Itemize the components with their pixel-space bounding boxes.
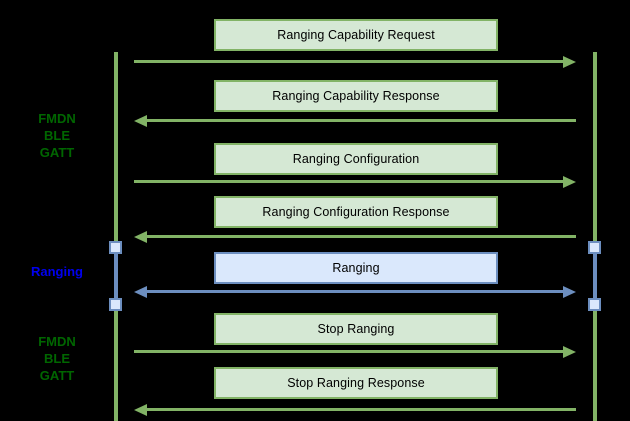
phase-label-line: BLE — [44, 128, 70, 143]
phase-label-line: GATT — [39, 145, 75, 160]
arrow-line — [143, 408, 576, 411]
message-arrow-right — [134, 56, 576, 68]
arrow-line — [134, 60, 567, 63]
phase-label-line: Ranging — [31, 264, 83, 279]
arrow-line — [134, 180, 567, 183]
message-box-stop-ranging: Stop Ranging — [214, 313, 498, 345]
message-box-label: Ranging Configuration — [292, 152, 420, 166]
arrowhead-left-icon — [134, 286, 147, 298]
message-arrow-left — [134, 231, 576, 243]
phase-label-line: GATT — [39, 368, 75, 383]
message-box-ranging-capability-request: Ranging Capability Request — [214, 19, 498, 51]
message-arrow-bidirectional — [134, 286, 576, 298]
message-box-ranging: Ranging — [214, 252, 498, 284]
message-box-label: Ranging — [332, 261, 380, 275]
right-lifeline — [593, 52, 597, 421]
message-box-label: Stop Ranging Response — [287, 376, 425, 390]
arrowhead-left-icon — [134, 231, 147, 243]
lifeline-node — [588, 241, 601, 254]
left-lifeline — [114, 52, 118, 421]
lifeline-node — [109, 241, 122, 254]
lifeline-node — [588, 298, 601, 311]
message-arrow-left — [134, 115, 576, 127]
arrowhead-right-icon — [563, 286, 576, 298]
arrow-line — [143, 290, 567, 293]
arrow-line — [143, 235, 576, 238]
phase-label-fmdn-ble-gatt-bottom: FMDN BLE GATT — [15, 333, 99, 384]
message-arrow-left — [134, 404, 576, 416]
arrowhead-left-icon — [134, 115, 147, 127]
message-arrow-right — [134, 346, 576, 358]
message-box-stop-ranging-response: Stop Ranging Response — [214, 367, 498, 399]
message-box-ranging-capability-response: Ranging Capability Response — [214, 80, 498, 112]
phase-label-line: FMDN — [38, 111, 76, 126]
message-box-label: Ranging Capability Request — [277, 28, 435, 42]
message-box-label: Stop Ranging — [317, 322, 395, 336]
message-box-ranging-configuration: Ranging Configuration — [214, 143, 498, 175]
phase-label-line: FMDN — [38, 334, 76, 349]
arrow-line — [134, 350, 567, 353]
phase-label-fmdn-ble-gatt-top: FMDN BLE GATT — [15, 110, 99, 161]
message-box-label: Ranging Capability Response — [272, 89, 440, 103]
message-box-ranging-configuration-response: Ranging Configuration Response — [214, 196, 498, 228]
message-box-label: Ranging Configuration Response — [262, 205, 450, 219]
lifeline-node — [109, 298, 122, 311]
left-lifeline-ranging-segment — [114, 247, 118, 305]
phase-label-ranging: Ranging — [15, 263, 99, 280]
right-lifeline-ranging-segment — [593, 247, 597, 305]
message-arrow-right — [134, 176, 576, 188]
arrowhead-right-icon — [563, 56, 576, 68]
phase-label-line: BLE — [44, 351, 70, 366]
arrowhead-right-icon — [563, 176, 576, 188]
arrow-line — [143, 119, 576, 122]
arrowhead-left-icon — [134, 404, 147, 416]
arrowhead-right-icon — [563, 346, 576, 358]
